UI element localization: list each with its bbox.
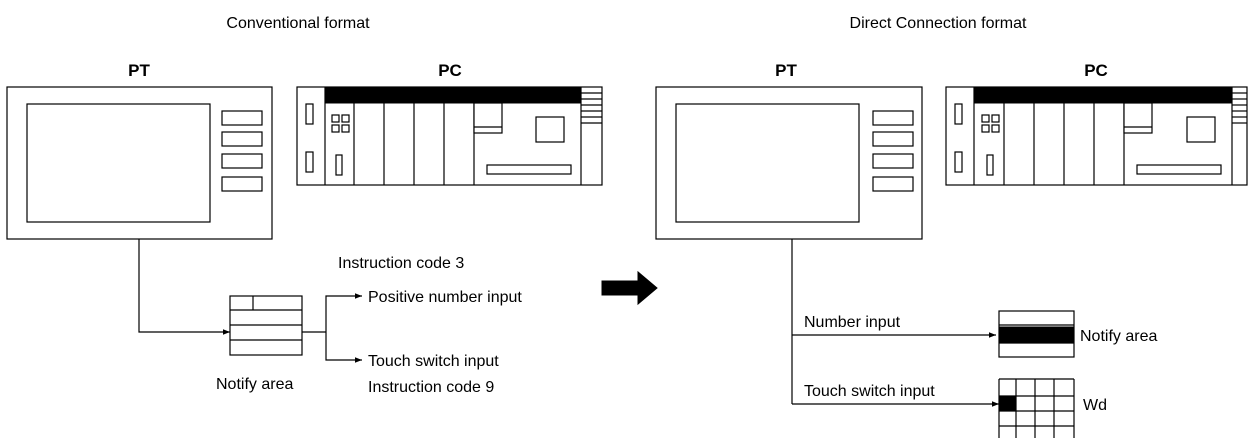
right-pt-label: PT [775,61,797,80]
conventional-format-title: Conventional format [226,15,370,32]
instruction-code-3-label: Instruction code 3 [338,255,464,272]
transition-arrow [601,270,658,306]
right-touch-switch-input-label: Touch switch input [804,383,935,400]
direct-connection-format-title: Direct Connection format [850,15,1028,32]
touch-switch-arrow [325,332,362,363]
right-pt-terminal [655,86,923,240]
wd-bit-grid [998,378,1075,438]
right-pc-unit [945,86,1248,186]
direct-connection-format-panel: Direct Connection format PT PC [655,15,1248,438]
left-notify-area-label: Notify area [216,376,293,393]
left-pt-connection-line [138,239,230,335]
right-notify-area-label: Notify area [1080,328,1157,345]
positive-number-arrow [325,293,362,332]
number-input-label: Number input [804,314,901,331]
left-pt-label: PT [128,61,150,80]
left-pt-terminal [6,86,273,240]
left-pc-label: PC [438,61,462,80]
right-notify-area-box [998,310,1075,358]
wd-label: Wd [1083,397,1107,414]
conventional-format-panel: Conventional format PT PC [6,15,603,396]
positive-number-input-label: Positive number input [368,289,522,306]
right-pc-label: PC [1084,61,1108,80]
left-pc-unit [296,86,603,186]
left-notify-area-table [229,295,303,356]
left-touch-switch-input-label: Touch switch input [368,353,499,370]
instruction-code-9-label: Instruction code 9 [368,379,494,396]
